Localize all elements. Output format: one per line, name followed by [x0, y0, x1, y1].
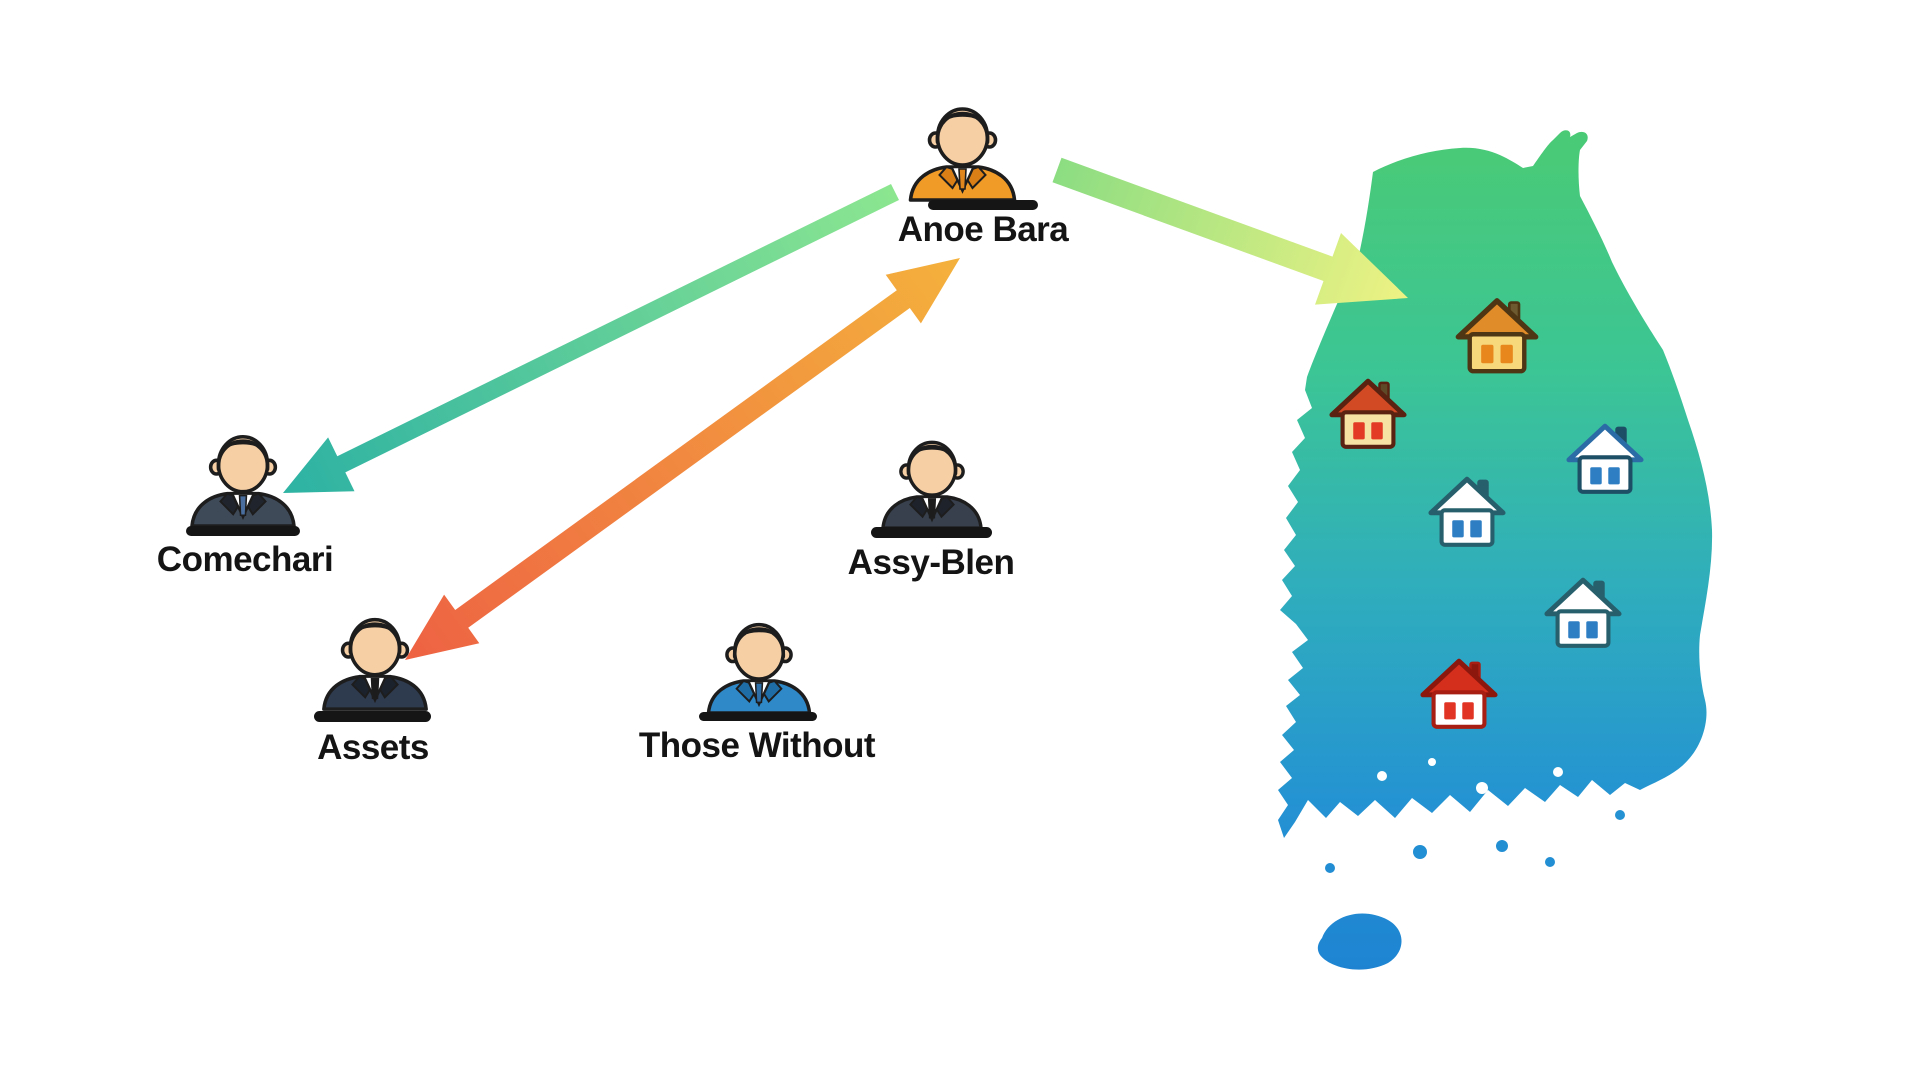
- arrow-anoe-bara-to-comechari: [283, 184, 899, 493]
- node-label-anoe-bara: Anoe Bara: [897, 210, 1069, 249]
- node-label-assy-blen: Assy-Blen: [847, 543, 1015, 582]
- south-korea-map: [1278, 130, 1713, 970]
- node-underline-comechari: [186, 526, 300, 536]
- person-icon-anoe-bara: [900, 96, 1025, 202]
- node-underline-those-without: [699, 712, 817, 721]
- arrow-anoe-bara-to-map: [1052, 157, 1408, 305]
- house-icon-cream-red-roof: [1327, 375, 1409, 453]
- house-icon-white-teal-roof: [1426, 473, 1508, 551]
- arrow-assets-to-anoe-bara: [405, 258, 960, 660]
- person-icon-assy-blen: [870, 430, 994, 530]
- node-label-those-without: Those Without: [638, 726, 876, 765]
- jeju-island: [1317, 913, 1402, 970]
- house-icon-white-blue-roof: [1564, 420, 1646, 498]
- house-icon-yellow: [1453, 295, 1541, 377]
- node-underline-assy-blen: [871, 527, 992, 538]
- house-icon-white-teal-roof: [1542, 574, 1624, 652]
- person-icon-comechari: [182, 424, 304, 528]
- node-label-assets: Assets: [317, 728, 429, 767]
- node-underline-assets: [314, 711, 431, 722]
- person-icon-those-without: [700, 612, 818, 715]
- node-label-comechari: Comechari: [156, 540, 334, 579]
- person-icon-assets: [316, 606, 434, 712]
- node-underline-anoe-bara: [928, 200, 1038, 210]
- house-icon-red: [1418, 655, 1500, 733]
